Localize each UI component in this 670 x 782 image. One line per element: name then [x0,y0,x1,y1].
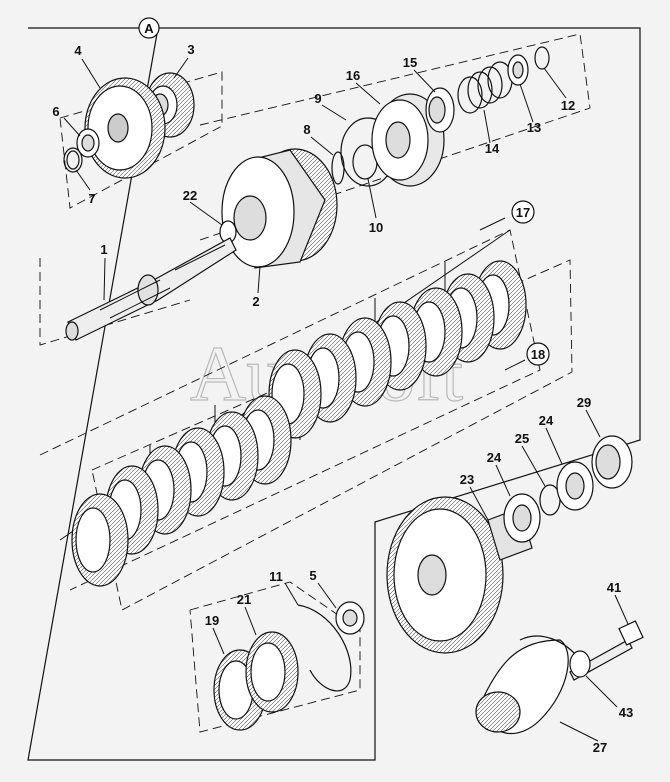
part-label-12: 12 [561,98,575,113]
clutch-pack-18 [71,395,292,587]
part-label-16: 16 [346,68,360,83]
upper-right-group-outline [199,33,591,241]
gear-23 [386,496,533,654]
plate-21 [245,631,299,713]
part-label-15: 15 [403,55,417,70]
section-marker-label: A [144,21,154,36]
o-ring-8 [331,151,345,185]
group-marker-18: 18 [504,342,550,371]
part-label-43: 43 [619,705,633,720]
shaft-1 [65,237,237,341]
yoke-27 [475,635,581,735]
section-frame [27,27,641,761]
part-label-11: 11 [269,569,283,584]
snap-ring-11 [297,604,352,692]
group-marker-18-label: 18 [531,347,545,362]
part-label-14: 14 [485,141,500,156]
part-label-13: 13 [527,120,541,135]
part-label-2: 2 [252,294,259,309]
part-label-24-lower: 24 [487,450,502,465]
part-label-24-upper: 24 [539,413,554,428]
shaft-group-outline [39,258,191,346]
snap-ring-12 [534,46,550,70]
part-label-22: 22 [183,188,197,203]
part-label-41: 41 [607,580,621,595]
part-label-4: 4 [74,43,82,58]
part-label-1: 1 [100,242,107,257]
gear-2 [221,148,338,269]
washer-13 [507,54,529,86]
bottom-clutch-group-outline [189,581,361,733]
part-label-19: 19 [205,613,219,628]
part-label-9: 9 [314,91,321,106]
seal-29 [591,435,633,489]
part-label-8: 8 [303,122,310,137]
bearing-5 [335,601,365,635]
washer-43 [569,650,591,678]
part-labels: 1 2 3 4 5 6 7 8 9 10 11 12 13 14 15 16 1… [52,42,633,755]
gear-4 [84,77,166,179]
spring-14 [457,61,513,114]
part-label-29: 29 [577,395,591,410]
bearing-6 [76,128,100,158]
group-marker-17: 17 [479,200,535,231]
leader-lines [63,57,629,742]
part-label-3: 3 [187,42,194,57]
ring-15 [425,87,455,133]
part-label-21: 21 [237,592,251,607]
part-label-25: 25 [515,431,529,446]
part-label-5: 5 [309,568,316,583]
part-label-10: 10 [369,220,383,235]
part-label-23: 23 [460,472,474,487]
section-marker: A [138,17,160,39]
bearing-24-upper [556,461,594,511]
part-label-7: 7 [88,191,95,206]
part-label-27: 27 [593,740,607,755]
bearing-24-lower [503,493,541,543]
snap-ring-7 [63,147,83,173]
group-marker-17-label: 17 [516,205,530,220]
part-label-6: 6 [52,104,59,119]
